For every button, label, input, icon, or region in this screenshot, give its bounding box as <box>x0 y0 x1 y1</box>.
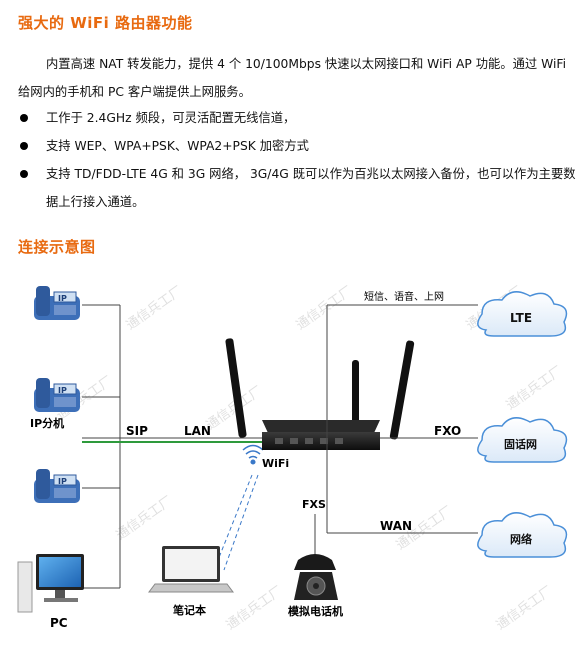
analog-phone-label: 模拟电话机 <box>288 604 343 618</box>
bullet-text: 支持 WEP、WPA+PSK、WPA2+PSK 加密方式 <box>46 139 309 153</box>
wan-label: WAN <box>380 519 412 533</box>
bullet-dot-icon <box>20 170 28 178</box>
router-icon <box>225 338 415 450</box>
wan-lines <box>314 304 478 566</box>
laptop-label: 笔记本 <box>173 603 206 617</box>
watermark: 通信兵工厂 <box>504 364 566 414</box>
phone-badge: IP <box>58 294 67 303</box>
landline-cloud-label: 固话网 <box>504 437 537 451</box>
watermark: 通信兵工厂 <box>494 584 556 634</box>
laptop-icon <box>148 546 234 593</box>
bullet-item: 工作于 2.4GHz 频段，可灵活配置无线信道， <box>18 104 578 132</box>
lan-bus-lines <box>78 304 121 589</box>
wifi-dashed-links <box>213 474 259 571</box>
bullet-item: 支持 WEP、WPA+PSK、WPA2+PSK 加密方式 <box>18 132 578 160</box>
analog-phone-icon <box>294 554 338 600</box>
ip-phone-label: IP分机 <box>30 416 64 430</box>
network-cloud-icon: 网络 <box>477 512 568 558</box>
phone-badge: IP <box>58 386 67 395</box>
fxo-label: FXO <box>434 424 461 438</box>
top-services-label: 短信、语音、上网 <box>364 290 444 303</box>
pc-label: PC <box>50 616 68 630</box>
ip-phone-icon: IP <box>34 378 80 412</box>
network-cloud-label: 网络 <box>510 532 532 546</box>
wifi-icon <box>242 444 264 465</box>
features-paragraph: 内置高速 NAT 转发能力，提供 4 个 10/100Mbps 快速以太网接口和… <box>18 57 567 99</box>
pc-icon <box>17 554 84 613</box>
bullet-item: 支持 TD/FDD-LTE 4G 和 3G 网络， 3G/4G 既可以作为百兆以… <box>18 160 578 216</box>
watermark: 通信兵工厂 <box>114 494 176 544</box>
wifi-label: WiFi <box>262 457 289 470</box>
section-title-features: 强大的 WiFi 路由器功能 <box>18 14 193 32</box>
connection-diagram: 通信兵工厂 通信兵工厂 通信兵工厂 通信兵工厂 通信兵工厂 通信兵工厂 通信兵工… <box>17 284 568 634</box>
watermark: 通信兵工厂 <box>294 284 356 334</box>
section-title-diagram: 连接示意图 <box>18 238 96 256</box>
bullet-dot-icon <box>20 114 28 122</box>
lan-label: LAN <box>184 424 211 438</box>
bullet-text: 工作于 2.4GHz 频段，可灵活配置无线信道， <box>46 111 296 125</box>
landline-cloud-icon: 固话网 <box>477 417 568 463</box>
fxs-label: FXS <box>302 498 326 511</box>
phone-badge: IP <box>58 477 67 486</box>
watermark: 通信兵工厂 <box>124 284 186 334</box>
bullet-text: 支持 TD/FDD-LTE 4G 和 3G 网络， 3G/4G 既可以作为百兆以… <box>46 167 576 209</box>
bullet-dot-icon <box>20 142 28 150</box>
lte-cloud-icon: LTE <box>477 291 568 337</box>
sip-label: SIP <box>126 424 148 438</box>
features-bullet-list: 工作于 2.4GHz 频段，可灵活配置无线信道， 支持 WEP、WPA+PSK、… <box>18 104 578 216</box>
ip-phone-icon: IP <box>34 469 80 503</box>
lte-cloud-label: LTE <box>510 311 532 325</box>
ip-phone-icon: IP <box>34 286 80 320</box>
